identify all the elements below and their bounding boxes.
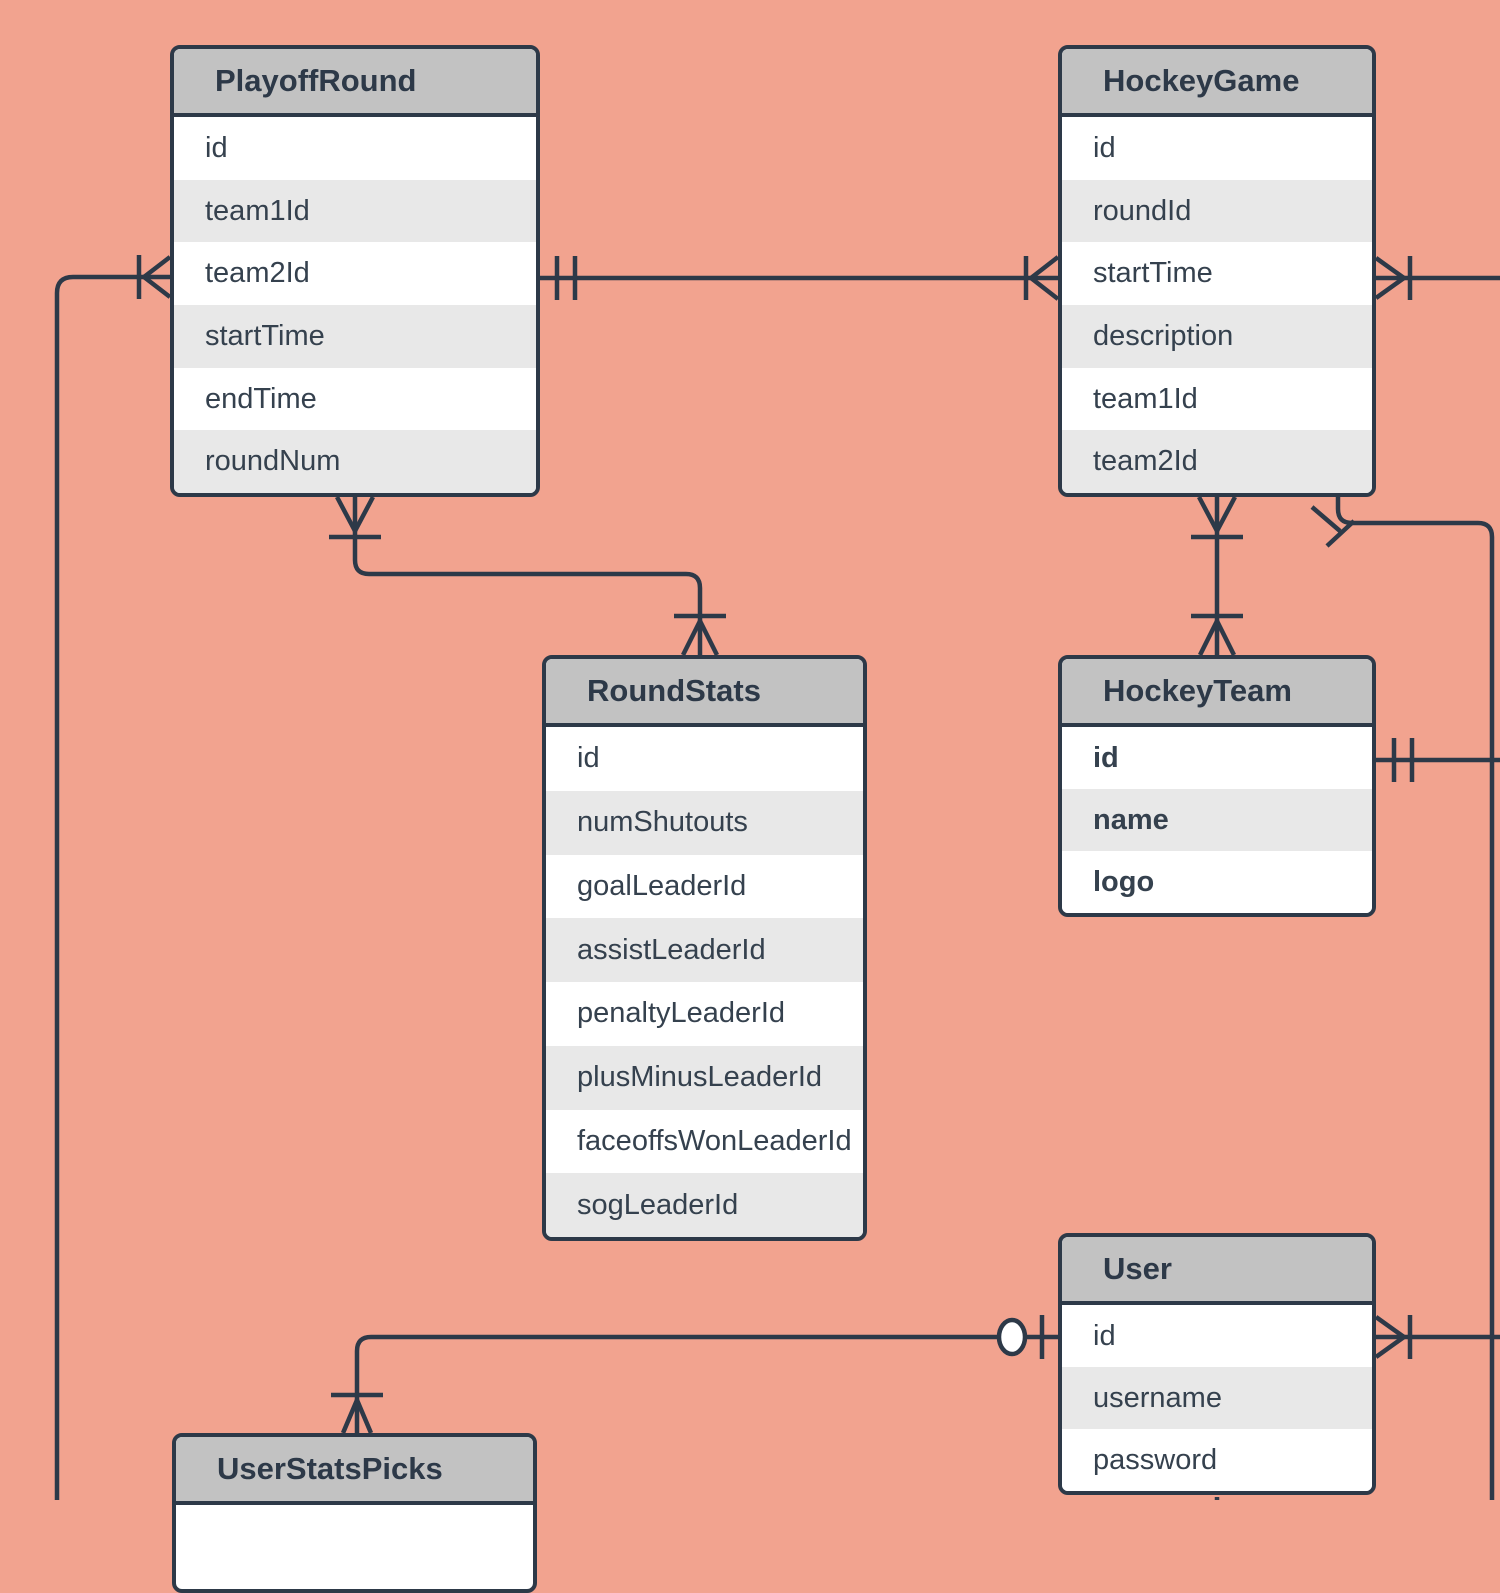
- entity-field-row: roundNum: [174, 430, 536, 493]
- cardinality-one-or-many-marker: [1191, 495, 1243, 540]
- cardinality-one-or-many-marker: [1374, 256, 1413, 300]
- entity-field-row: numShutouts: [546, 790, 863, 855]
- relationship-user-userstatspicks[interactable]: [331, 1315, 1058, 1434]
- connector-layer: [54, 255, 1500, 1500]
- cardinality-one-or-many-marker: [1191, 613, 1243, 657]
- entity-field-row: password: [1062, 1429, 1372, 1491]
- entity-header: PlayoffRound: [174, 49, 536, 117]
- entity-title: RoundStats: [587, 673, 761, 708]
- entity-field-row: team2Id: [1062, 430, 1372, 493]
- cardinality-one-or-many-marker: [1310, 505, 1356, 548]
- entity-field-row: description: [1062, 305, 1372, 368]
- entity-field-row: roundId: [1062, 179, 1372, 243]
- cardinality-one-or-many-marker: [1374, 1315, 1413, 1359]
- entity-userstatspicks[interactable]: UserStatsPicks: [172, 1433, 537, 1593]
- entity-field-row: sogLeaderId: [546, 1173, 863, 1237]
- relationship-line: [54, 274, 170, 1500]
- relationship-line: [354, 1334, 998, 1433]
- entity-field-row: team2Id: [174, 242, 536, 306]
- entity-field-row: logo: [1062, 851, 1372, 913]
- entity-header: HockeyTeam: [1062, 659, 1372, 727]
- entity-field-row: startTime: [1062, 242, 1372, 306]
- cardinality-one-or-many-marker: [1023, 255, 1060, 301]
- relationship-playoffround-roundstats[interactable]: [329, 495, 726, 657]
- entity-title: User: [1103, 1251, 1172, 1286]
- relationship-user-offcanvas-right[interactable]: [1374, 1315, 1500, 1359]
- relationship-hockeygame-hockeyteam[interactable]: [1191, 495, 1243, 657]
- entity-header: User: [1062, 1237, 1372, 1305]
- entity-field-row: startTime: [174, 305, 536, 368]
- entity-header: UserStatsPicks: [176, 1437, 533, 1505]
- entity-field-row: assistLeaderId: [546, 918, 863, 982]
- entity-field-row: name: [1062, 789, 1372, 851]
- cardinality-one-or-many-marker: [329, 495, 381, 540]
- relationship-line: [1335, 497, 1495, 1500]
- relationship-hockeygame-offcanvas-right[interactable]: [1374, 256, 1500, 300]
- relationship-playoffround-offcanvas-left[interactable]: [54, 255, 172, 1500]
- entity-fields: [176, 1505, 533, 1589]
- relationship-hockeyteam-offcanvas-right[interactable]: [1376, 738, 1500, 782]
- cardinality-one-or-many-marker: [674, 613, 726, 657]
- entity-field-row: id: [546, 727, 863, 791]
- entity-header: HockeyGame: [1062, 49, 1372, 117]
- cardinality-exactly-one-marker: [1391, 738, 1415, 782]
- entity-field-row: goalLeaderId: [546, 854, 863, 919]
- entity-field-row: id: [1062, 727, 1372, 789]
- relationship-hockeygame-offcanvas-bottom[interactable]: [1310, 497, 1495, 1500]
- entity-title: HockeyGame: [1103, 63, 1300, 98]
- entity-field-row: id: [1062, 1305, 1372, 1367]
- entity-field-row: team1Id: [174, 179, 536, 243]
- cardinality-one-or-many-marker: [331, 1392, 383, 1434]
- entity-field-row: id: [1062, 117, 1372, 180]
- relationship-line: [352, 497, 703, 655]
- entity-field-row: endTime: [174, 367, 536, 431]
- cardinality-zero-marker: [996, 1317, 1028, 1357]
- entity-field-row: plusMinusLeaderId: [546, 1045, 863, 1110]
- entity-field-row: id: [174, 117, 536, 180]
- entity-title: UserStatsPicks: [217, 1451, 443, 1486]
- cardinality-exactly-one-marker: [554, 256, 578, 300]
- entity-header: RoundStats: [546, 659, 863, 727]
- entity-field-row: username: [1062, 1367, 1372, 1429]
- entity-field-row: faceoffsWonLeaderId: [546, 1109, 863, 1174]
- entity-field-row: team1Id: [1062, 367, 1372, 431]
- entity-title: HockeyTeam: [1103, 673, 1292, 708]
- entity-title: PlayoffRound: [215, 63, 417, 98]
- entity-field-row: penaltyLeaderId: [546, 982, 863, 1046]
- relationship-playoffround-hockeygame[interactable]: [540, 255, 1060, 301]
- cardinality-one-or-many-marker: [136, 255, 172, 299]
